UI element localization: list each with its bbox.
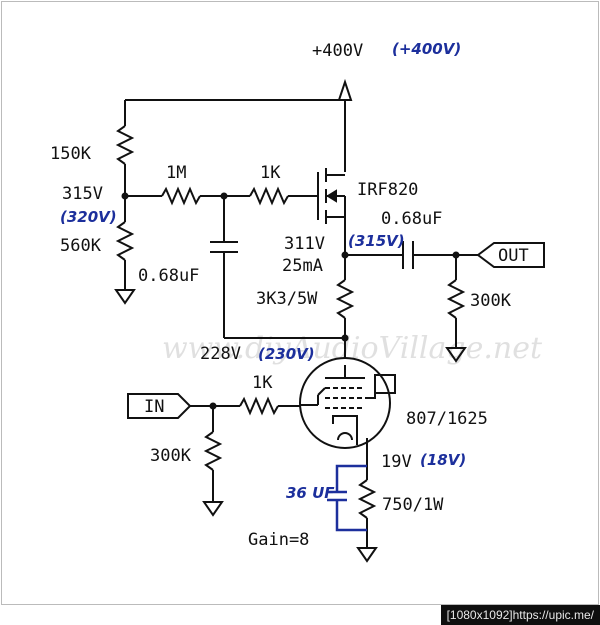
r-1m-label: 1M: [166, 163, 186, 183]
r-top-label: 150K: [50, 144, 92, 164]
source-voltage-label: 311V: [284, 234, 325, 254]
mosfet-label: IRF820: [357, 180, 418, 200]
r-out-label: 300K: [470, 291, 512, 311]
image-size-footer: [1080x1092]https://upic.me/: [440, 605, 600, 625]
r-cathode-label: 750/1W: [382, 495, 444, 515]
divider-note: (320V): [60, 208, 117, 226]
r-bottom-label: 560K: [60, 236, 102, 256]
tube-label: 807/1625: [406, 409, 488, 429]
plate-voltage-label: 228V: [200, 344, 241, 364]
divider-voltage-label: 315V: [62, 184, 103, 204]
gain-label: Gain=8: [248, 530, 309, 550]
source-current-label: 25mA: [282, 256, 323, 276]
out-label: OUT: [498, 246, 529, 266]
wires: [114, 78, 545, 563]
r-grid-label: 1K: [252, 373, 273, 393]
cap-bypass-label: 0.68uF: [138, 266, 199, 286]
junction-dots: [121, 192, 460, 410]
r-1k-gate-label: 1K: [260, 163, 281, 183]
supply-label: +400V: [312, 41, 363, 61]
r-load-label: 3K3/5W: [256, 289, 318, 309]
plate-note: (230V): [258, 345, 315, 363]
cathode-note: (18V): [420, 451, 466, 469]
cap-out-label: 0.68uF: [381, 209, 442, 229]
cathode-voltage-label: 19V: [381, 452, 412, 472]
in-label: IN: [144, 397, 164, 417]
hand-drawn-cathode-cap: [327, 464, 367, 532]
source-note: (315V): [348, 232, 405, 250]
r-in-label: 300K: [150, 446, 192, 466]
cathode-cap-note: 36 UF: [286, 484, 335, 502]
frame-border: [1, 1, 599, 605]
supply-note: (+400V): [392, 40, 461, 58]
